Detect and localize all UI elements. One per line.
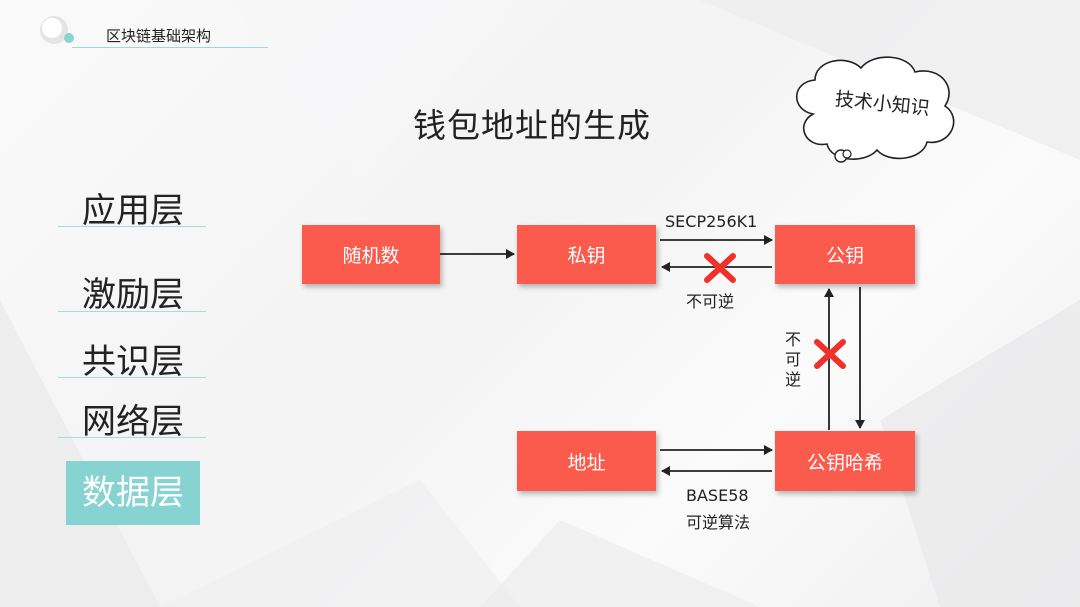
- layer-divider: [58, 377, 206, 378]
- label-base58: BASE58: [686, 486, 749, 505]
- header-title: 区块链基础架构: [106, 27, 212, 45]
- header-logo-icon: [40, 16, 74, 44]
- layer-divider: [58, 311, 206, 312]
- label-irreversible: 不可逆: [686, 292, 735, 311]
- page-title: 钱包地址的生成: [413, 106, 651, 145]
- label-reversible-algorithm: 可逆算法: [686, 513, 751, 532]
- node-public-key: 公钥: [775, 225, 915, 284]
- thought-cloud-icon: [796, 56, 955, 163]
- label-irreversible-vertical-2: 可: [784, 350, 801, 369]
- node-public-key-hash: 公钥哈希: [775, 431, 915, 491]
- layer-consensus[interactable]: 共识层: [82, 342, 184, 382]
- layer-divider: [58, 437, 206, 438]
- label-irreversible-vertical-1: 不: [784, 330, 801, 349]
- layer-application[interactable]: 应用层: [82, 191, 184, 231]
- node-address: 地址: [517, 431, 656, 491]
- cross-icon: [814, 339, 846, 369]
- cross-icon: [704, 253, 736, 283]
- node-private-key: 私钥: [517, 225, 656, 284]
- layer-divider: [58, 226, 206, 227]
- node-random-number: 随机数: [302, 225, 440, 284]
- label-irreversible-vertical-3: 逆: [784, 370, 801, 389]
- label-secp256k1: SECP256K1: [665, 212, 758, 231]
- header-divider: [72, 47, 268, 48]
- layer-incentive[interactable]: 激励层: [82, 275, 184, 315]
- layer-data[interactable]: 数据层: [66, 461, 200, 525]
- layer-network[interactable]: 网络层: [82, 402, 184, 442]
